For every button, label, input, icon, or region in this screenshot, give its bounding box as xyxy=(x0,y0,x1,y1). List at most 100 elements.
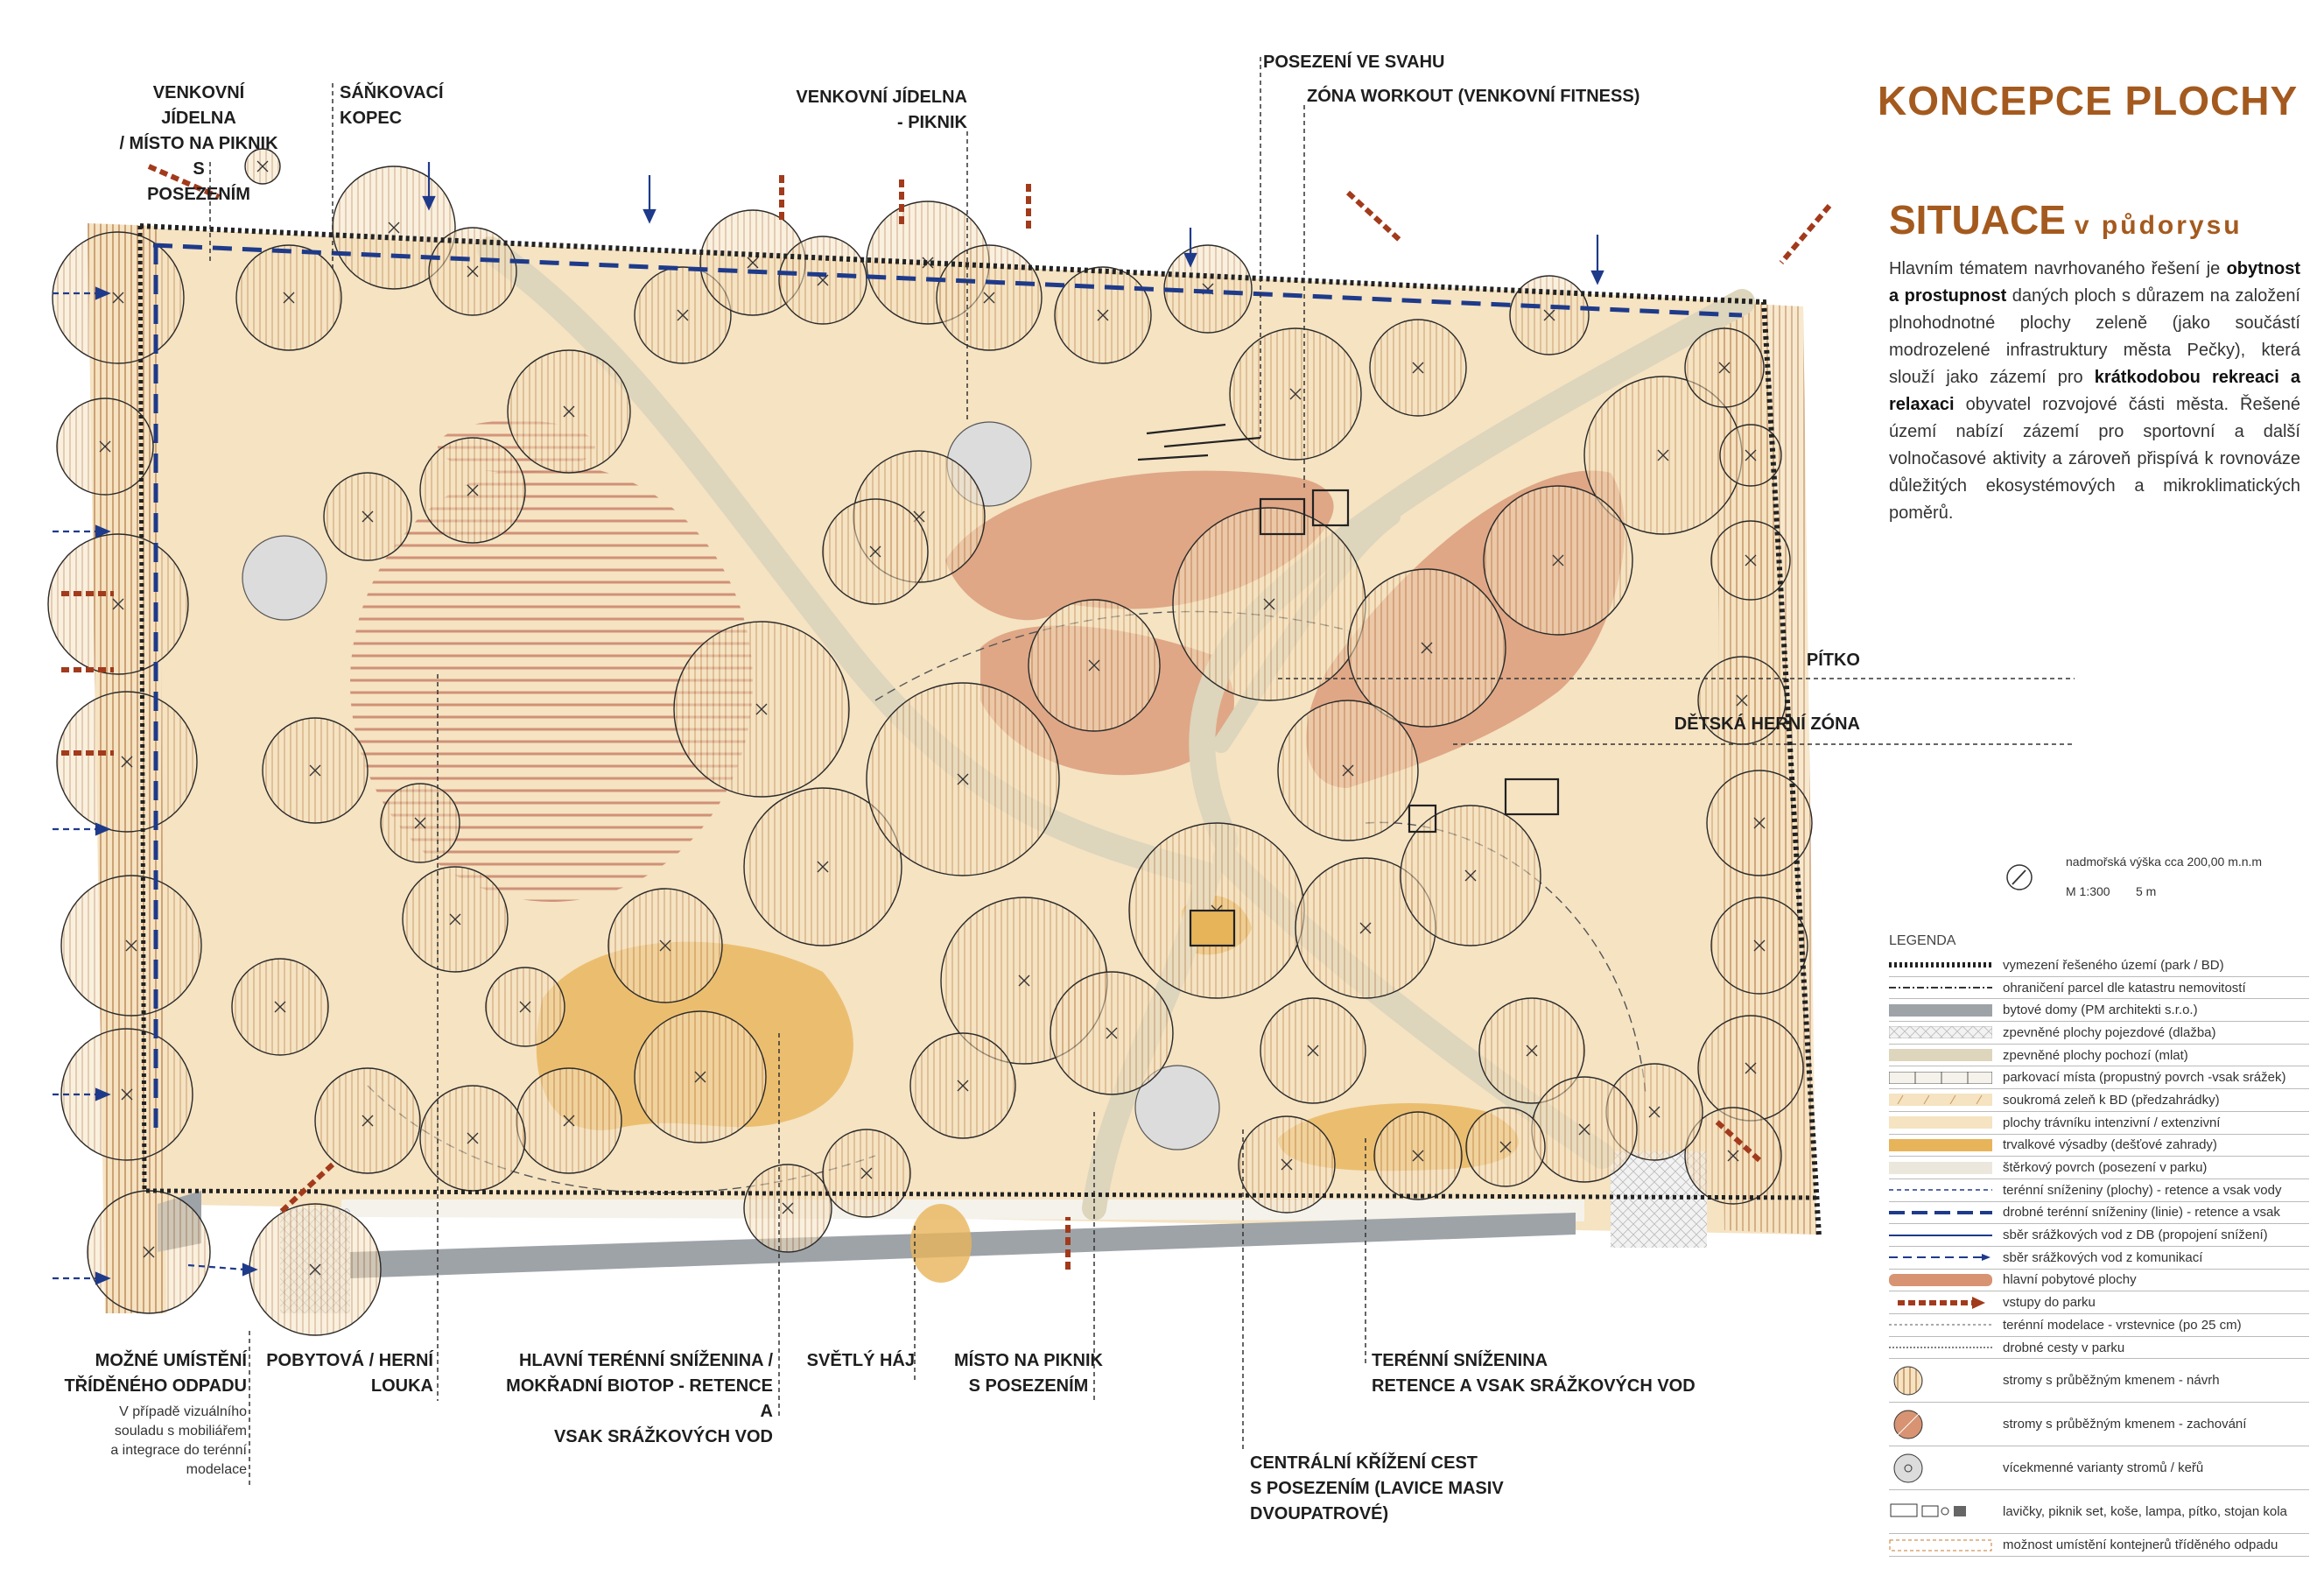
legend-item: vícekmenné varianty stromů / keřů xyxy=(1889,1446,2309,1491)
tree-trunk-mark xyxy=(755,703,768,715)
tree-trunk-mark xyxy=(1088,659,1100,672)
legend-label: bytové domy (PM architekti s.r.o.) xyxy=(2003,1003,2198,1018)
tree-trunk-mark xyxy=(1543,309,1555,321)
altitude-text: nadmořská výška cca 200,00 m.n.m xyxy=(2066,855,2263,869)
tree-trunk-mark xyxy=(747,257,759,269)
label-pitko: PÍTKO xyxy=(1806,651,1860,670)
legend-item: ohraničení parcel dle katastru nemovitos… xyxy=(1889,977,2309,1000)
play-equipment xyxy=(1137,423,1560,947)
tree-trunk-mark xyxy=(1753,817,1766,829)
tree-trunk-mark xyxy=(1727,1150,1739,1162)
legend-label: trvalkové výsadby (dešťové zahrady) xyxy=(2003,1137,2217,1153)
tree-trunk-mark xyxy=(1289,388,1302,400)
legend-label: terénní modelace - vrstevnice (po 25 cm) xyxy=(2003,1317,2242,1333)
subtitle-main: SITUACE xyxy=(1889,197,2066,243)
trees xyxy=(47,148,1813,1336)
label-terenni-snizenina: TERÉNNÍ SNÍŽENINA RETENCE A VSAK SRÁŽKOV… xyxy=(1372,1351,1696,1396)
label-pobytova-louka: POBYTOVÁ / HERNÍ LOUKA xyxy=(266,1351,433,1396)
label-misto-piknik: MÍSTO NA PIKNIK S POSEZENÍM xyxy=(953,1351,1103,1396)
legend-label: sběr srážkových vod z komunikací xyxy=(2003,1249,2203,1265)
tree-trunk-mark xyxy=(1281,1158,1293,1171)
site-boundary xyxy=(139,223,1822,1237)
tree-trunk-mark xyxy=(563,405,575,418)
legend-swatch xyxy=(1889,1138,1992,1151)
legend-swatch xyxy=(1889,1453,1992,1483)
stormwater-arrows xyxy=(53,162,1604,1285)
tree-trunk-mark xyxy=(1578,1123,1590,1136)
legend-swatch xyxy=(1889,1003,1992,1017)
legend-label: terénní sníženiny (plochy) - retence a v… xyxy=(2003,1182,2282,1198)
legend-label: hlavní pobytové plochy xyxy=(2003,1272,2137,1288)
legend-swatch xyxy=(1889,1319,1992,1331)
note-mozne-umisteni: V případě vizuálního souladu s mobiliáře… xyxy=(110,1404,247,1477)
tree-trunk-mark xyxy=(467,484,479,496)
legend-label: drobné terénní sníženiny (linie) - reten… xyxy=(2003,1205,2280,1221)
legend-swatch xyxy=(1889,1094,1992,1107)
legend-item: vstupy do parku xyxy=(1889,1291,2309,1314)
tree-trunk-mark xyxy=(983,292,995,304)
legend-label: stromy s průběžným kmenem - zachování xyxy=(2003,1417,2247,1432)
tree-trunk-mark xyxy=(957,1080,969,1092)
tree-trunk-mark xyxy=(362,510,374,523)
legend-swatch xyxy=(1889,1229,1992,1242)
north-arrow-icon xyxy=(2006,864,2033,890)
label-svetly-haj: SVĚTLÝ HÁJ xyxy=(806,1351,915,1370)
legend-swatch xyxy=(1889,959,1992,971)
tree-trunk-mark xyxy=(817,861,829,873)
legend-item: lavičky, piknik set, koše, lampa, pítko,… xyxy=(1889,1490,2309,1535)
legend-swatch xyxy=(1889,1341,1992,1354)
tree-trunk-mark xyxy=(309,764,321,777)
tree-trunk-mark xyxy=(922,257,934,269)
site-boundary-south xyxy=(137,225,1820,1200)
tree-trunk-mark xyxy=(1106,1027,1118,1039)
legend-swatch xyxy=(1889,1049,1992,1062)
legend-label: plochy trávníku intenzivní / extenzivní xyxy=(2003,1115,2221,1130)
tree-trunk-mark xyxy=(860,1167,873,1179)
legend-item: možnost umístění kontejnerů tříděného od… xyxy=(1889,1534,2309,1558)
tree-trunk-mark xyxy=(1753,939,1766,952)
legend-label: štěrkový povrch (posezení v parku) xyxy=(2003,1160,2208,1176)
tree-trunk-mark xyxy=(869,545,881,558)
tree-trunk-mark xyxy=(1745,449,1757,461)
legend-label: stromy s průběžným kmenem - návrh xyxy=(2003,1373,2220,1389)
tree-trunk-mark xyxy=(1307,1045,1319,1057)
legend-label: vícekmenné varianty stromů / keřů xyxy=(2003,1460,2204,1476)
tree-trunk-mark xyxy=(1263,598,1275,610)
tree-trunk-mark xyxy=(112,598,124,610)
tree-trunk-mark xyxy=(782,1202,794,1214)
tree-trunk-mark xyxy=(1018,974,1030,987)
tree-trunk-mark xyxy=(362,1115,374,1127)
tree-trunk-mark xyxy=(957,773,969,785)
tree-trunk-mark xyxy=(121,756,133,768)
label-mozne-umisteni: MOŽNÉ UMÍSTĚNÍ TŘÍDĚNÉHO ODPADU xyxy=(64,1351,247,1396)
legend-item: drobné terénní sníženiny (linie) - reten… xyxy=(1889,1202,2309,1225)
legend-label: ohraničení parcel dle katastru nemovitos… xyxy=(2003,980,2246,996)
legend-swatch xyxy=(1889,1116,1992,1129)
legend-item: trvalkové výsadby (dešťové zahrady) xyxy=(1889,1135,2309,1157)
tree-trunk-mark xyxy=(1552,554,1564,566)
tree-trunk-mark xyxy=(1499,1141,1512,1153)
tree-trunk-mark xyxy=(1359,922,1372,934)
legend-item: sběr srážkových vod z komunikací xyxy=(1889,1247,2309,1270)
tree-trunk-mark xyxy=(283,292,295,304)
label-posezeni-ve-svahu: POSEZENÍ VE SVAHU xyxy=(1263,53,1445,72)
legend-swatch xyxy=(1889,981,1992,994)
tree-trunk-mark xyxy=(99,440,111,453)
legend-label: drobné cesty v parku xyxy=(2003,1340,2125,1355)
swale-line xyxy=(152,243,1743,318)
legend-item: vymezení řešeného území (park / BD) xyxy=(1889,954,2309,977)
tree-trunk-mark xyxy=(1745,554,1757,566)
legend-item: stromy s průběžným kmenem - zachování xyxy=(1889,1403,2309,1447)
tree-trunk-mark xyxy=(519,1001,531,1013)
label-detska-zona: DĚTSKÁ HERNÍ ZÓNA xyxy=(1674,714,1860,734)
legend-swatch xyxy=(1889,1071,1992,1084)
tree-trunk-mark xyxy=(659,939,671,952)
legend-item: sběr srážkových vod z DB (propojení sníž… xyxy=(1889,1224,2309,1247)
legend-swatch xyxy=(1889,1184,1992,1196)
tree-trunk-mark xyxy=(414,817,426,829)
legend-item: zpevněné plochy pochozí (mlat) xyxy=(1889,1045,2309,1067)
scale-ratio: M 1:300 xyxy=(2066,884,2110,898)
description: Hlavním tématem navrhovaného řešení je o… xyxy=(1889,259,2300,523)
